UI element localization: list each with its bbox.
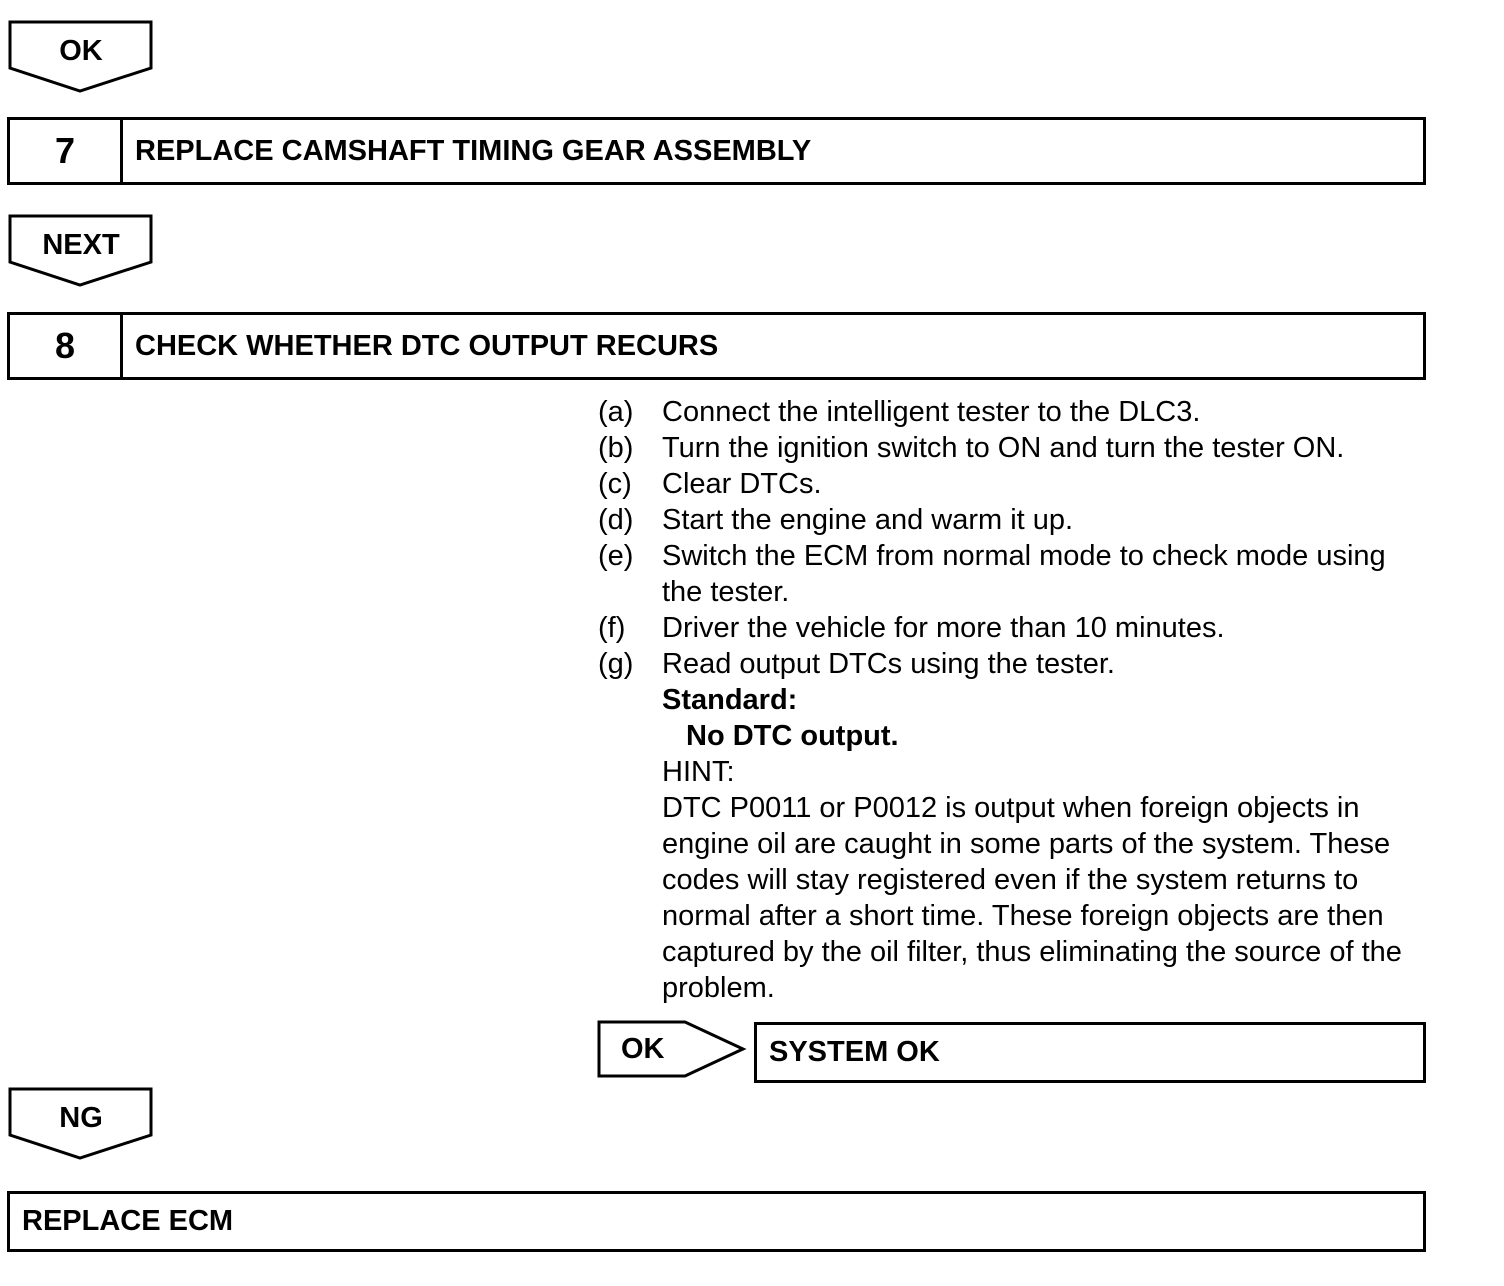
hint-text: DTC P0011 or P0012 is output when foreig… xyxy=(662,792,1402,1004)
down-arrow-icon xyxy=(8,20,153,93)
procedure-text: Switch the ECM from normal mode to check… xyxy=(662,540,1386,608)
procedure-text: Driver the vehicle for more than 10 minu… xyxy=(662,612,1225,644)
ng-flow-arrow: NG xyxy=(8,1087,154,1161)
standard-value: No DTC output. xyxy=(686,720,899,752)
down-arrow-icon xyxy=(8,1087,153,1160)
procedure-letter: (f) xyxy=(598,612,626,644)
ok-branch-arrow: OK xyxy=(597,1020,747,1080)
system-ok-text: SYSTEM OK xyxy=(769,1036,940,1068)
procedure-letter: (g) xyxy=(598,648,634,680)
step-8-title: CHECK WHETHER DTC OUTPUT RECURS xyxy=(135,329,719,362)
procedure-letter: (b) xyxy=(598,432,634,464)
procedure-item: (b) Turn the ignition switch to ON and t… xyxy=(598,430,1438,466)
procedure-text: Connect the intelligent tester to the DL… xyxy=(662,396,1201,428)
standard-block: Standard: No DTC output. HINT: DTC P0011… xyxy=(662,682,1438,1006)
ok-branch-label: OK xyxy=(621,1033,665,1065)
procedure-item: (f) Driver the vehicle for more than 10 … xyxy=(598,610,1438,646)
standard-label: Standard: xyxy=(662,684,798,716)
ng-flow-label: NG xyxy=(59,1102,103,1134)
step-7-row: 7 REPLACE CAMSHAFT TIMING GEAR ASSEMBLY xyxy=(7,117,1426,185)
procedure-item: (d) Start the engine and warm it up. xyxy=(598,502,1438,538)
next-flow-label: NEXT xyxy=(42,229,120,261)
down-arrow-icon xyxy=(8,214,153,287)
step-7-number: 7 xyxy=(10,120,123,182)
procedure-text: Start the engine and warm it up. xyxy=(662,504,1074,536)
system-ok-box: SYSTEM OK xyxy=(754,1022,1426,1083)
procedure-text: Turn the ignition switch to ON and turn … xyxy=(662,432,1345,464)
step-8-procedure: (a) Connect the intelligent tester to th… xyxy=(598,394,1438,1006)
procedure-letter: (a) xyxy=(598,396,634,428)
procedure-letter: (d) xyxy=(598,504,634,536)
next-flow-arrow: NEXT xyxy=(8,214,154,288)
ok-flow-arrow: OK xyxy=(8,20,154,94)
right-arrow-icon xyxy=(597,1020,747,1078)
step-8-number: 8 xyxy=(10,315,123,377)
step-8-row: 8 CHECK WHETHER DTC OUTPUT RECURS xyxy=(7,312,1426,380)
procedure-item: (e) Switch the ECM from normal mode to c… xyxy=(598,538,1438,610)
hint-label: HINT: xyxy=(662,756,735,788)
step-7-title: REPLACE CAMSHAFT TIMING GEAR ASSEMBLY xyxy=(135,134,812,167)
procedure-letter: (e) xyxy=(598,540,634,572)
procedure-item: (a) Connect the intelligent tester to th… xyxy=(598,394,1438,430)
procedure-text: Read output DTCs using the tester. xyxy=(662,648,1115,680)
procedure-item: (g) Read output DTCs using the tester. xyxy=(598,646,1438,682)
ok-flow-label: OK xyxy=(59,35,103,67)
replace-ecm-box: REPLACE ECM xyxy=(7,1191,1426,1252)
replace-ecm-text: REPLACE ECM xyxy=(22,1205,234,1237)
procedure-text: Clear DTCs. xyxy=(662,468,822,500)
procedure-item: (c) Clear DTCs. xyxy=(598,466,1438,502)
procedure-letter: (c) xyxy=(598,468,632,500)
